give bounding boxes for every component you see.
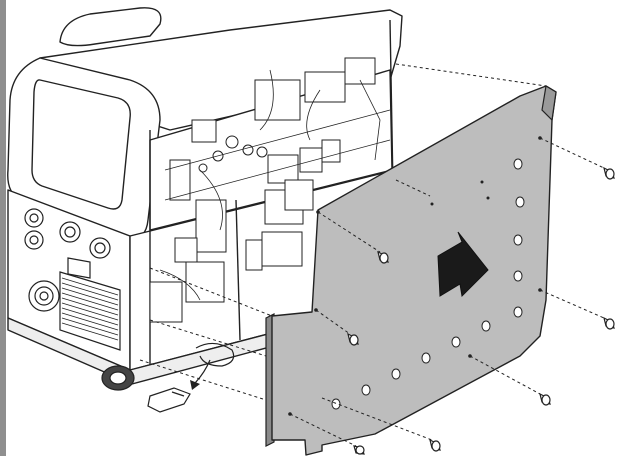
direction-arrow-icon [437, 231, 489, 298]
screws [347, 166, 615, 455]
dashed-guide-lines [139, 63, 605, 447]
panel-holes [331, 158, 525, 410]
interior-wiring [159, 69, 391, 301]
connector-icon [147, 387, 191, 413]
side-panel-face [271, 85, 557, 456]
screw-icon [603, 316, 615, 330]
screw-icon [603, 166, 615, 180]
display-screen [31, 79, 131, 210]
screw-icon [539, 392, 551, 406]
screw-icon [353, 445, 365, 455]
internal-components [149, 57, 376, 323]
screw-icon [347, 332, 359, 346]
left-margin-bar [0, 0, 6, 456]
vent-slats [61, 277, 119, 341]
screw-icon [429, 438, 441, 452]
screw-icon [377, 250, 389, 264]
side-panel [265, 85, 557, 456]
wheel [101, 365, 135, 391]
cable-loop [195, 342, 235, 367]
top-handle-left [59, 7, 162, 47]
